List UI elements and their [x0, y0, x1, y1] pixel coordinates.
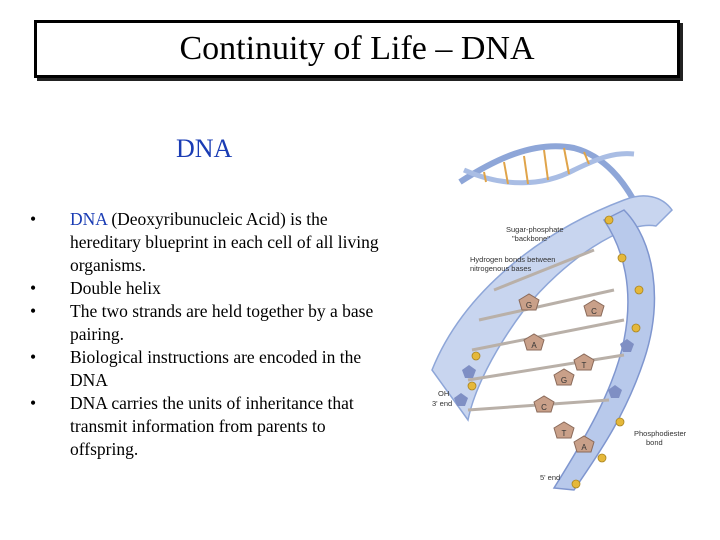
bullet-item: •DNA carries the units of inheritance th… — [30, 393, 354, 459]
bullet-text: Biological instructions are encoded in t… — [70, 347, 362, 390]
bullet-item: •The two strands are held together by a … — [30, 301, 374, 344]
phosphate-circles — [467, 215, 644, 489]
dna-double-helix-figure: G C A T G C T A Sugar-phosphate "backbon… — [424, 140, 710, 500]
label-backbone-2: "backbone" — [512, 234, 550, 243]
label-bond: bond — [646, 438, 663, 447]
base-letter: T — [582, 361, 587, 370]
dna-helix-illustration: G C A T G C T A Sugar-phosphate "backbon… — [431, 143, 687, 491]
bullet-text: DNA carries the units of inheritance tha… — [70, 393, 354, 459]
label-backbone: Sugar-phosphate — [506, 225, 564, 234]
label-nitrogenous-bases: nitrogenous bases — [470, 264, 532, 273]
label-five-end: 5' end — [540, 473, 560, 482]
base-letter: A — [581, 443, 587, 452]
upper-strand-b — [462, 151, 635, 186]
bullet-text: The two strands are held together by a b… — [70, 301, 374, 344]
label-three-end: 3' end — [432, 399, 452, 408]
slide-title: Continuity of Life – DNA — [179, 30, 535, 67]
base-letter: G — [526, 301, 532, 310]
label-phosphodiester: Phosphodiester — [634, 429, 687, 438]
slide-title-box: Continuity of Life – DNA — [34, 20, 680, 78]
label-oh: OH — [438, 389, 449, 398]
slide-subtitle: DNA — [176, 134, 233, 163]
base-letter: C — [591, 307, 597, 316]
base-letter: A — [531, 341, 537, 350]
bullet-text: (Deoxyribunucleic Acid) is the hereditar… — [70, 209, 379, 275]
base-letter: T — [562, 429, 567, 438]
bullet-item: •Double helix — [30, 278, 161, 298]
bullet-item: •DNA (Deoxyribunucleic Acid) is the here… — [30, 209, 379, 275]
upper-rungs — [483, 147, 590, 185]
bullet-list: •DNA (Deoxyribunucleic Acid) is the here… — [28, 208, 380, 461]
base-shapes — [518, 293, 605, 453]
sugar-pentagons — [454, 339, 634, 406]
base-letter: C — [541, 403, 547, 412]
front-strand-ribbon — [552, 209, 656, 491]
label-hydrogen-bonds: Hydrogen bonds between — [470, 255, 555, 264]
bullet-highlight: DNA — [70, 209, 107, 229]
base-letter: G — [561, 376, 567, 385]
bullet-text: Double helix — [70, 278, 161, 298]
bullet-item: •Biological instructions are encoded in … — [30, 347, 362, 390]
upper-strand-a — [458, 143, 642, 212]
